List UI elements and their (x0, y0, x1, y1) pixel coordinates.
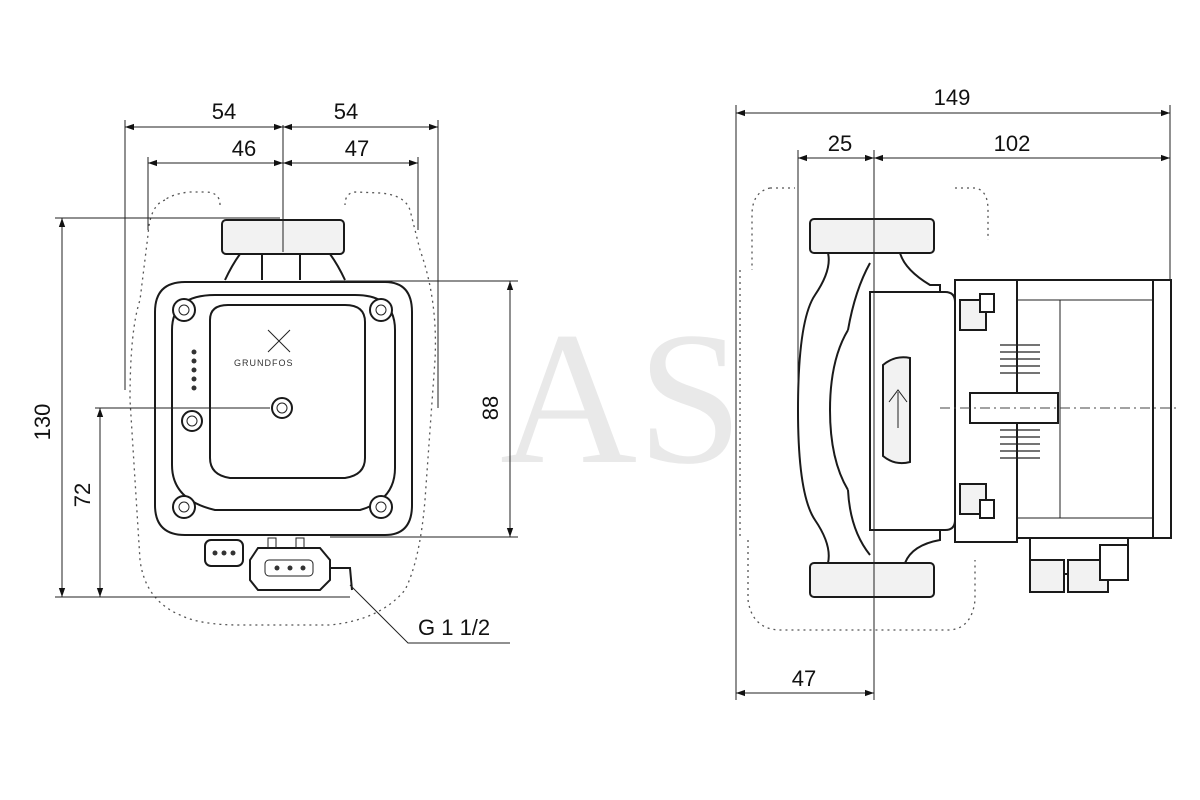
dim-54-left: 54 (212, 99, 236, 124)
led-indicators-icon (191, 349, 197, 391)
thread-leader-line (349, 584, 510, 644)
front-neck (224, 253, 346, 281)
flange-nub (979, 293, 995, 313)
dim-54-right: 54 (334, 99, 358, 124)
flange-nub (979, 499, 995, 519)
side-button-plate (882, 356, 911, 465)
dim-47: 47 (345, 136, 369, 161)
front-clearance-outline (129, 191, 437, 626)
screw-icon (369, 298, 393, 322)
grundfos-logo-icon: GRUNDFOS (234, 329, 294, 368)
front-faceplate (209, 304, 366, 479)
side-housing-curve (828, 262, 871, 556)
dim-88: 88 (478, 396, 503, 420)
dim-130: 130 (30, 404, 55, 441)
arrow-up-icon (888, 389, 908, 428)
watermark: AS (500, 294, 743, 504)
screw-icon (172, 495, 196, 519)
signal-connector-icon (204, 539, 244, 567)
screw-icon (369, 495, 393, 519)
front-bottom-port (330, 567, 353, 591)
control-button-icon (181, 410, 203, 432)
dim-47-side: 47 (792, 666, 816, 691)
power-connector-icon (249, 537, 331, 591)
dim-25: 25 (828, 131, 852, 156)
dim-46: 46 (232, 136, 256, 161)
flange-tab (959, 299, 987, 331)
side-connector-icon (1029, 537, 1129, 593)
dim-102: 102 (994, 131, 1031, 156)
brand-text: GRUNDFOS (234, 358, 294, 368)
dim-72: 72 (70, 483, 95, 507)
side-end-cap (1152, 279, 1172, 539)
side-top-port (809, 218, 935, 254)
dim-149: 149 (934, 85, 971, 110)
side-bottom-port (809, 562, 935, 598)
front-view: GRUNDFOS (30, 99, 518, 644)
thread-label: G 1 1/2 (418, 615, 490, 640)
screw-icon (172, 298, 196, 322)
side-view: 149 25 102 47 (735, 85, 1180, 700)
side-clearance-outline (739, 187, 989, 631)
shaft-cap-icon (271, 397, 293, 419)
cooling-fins-icon (1000, 344, 1040, 459)
